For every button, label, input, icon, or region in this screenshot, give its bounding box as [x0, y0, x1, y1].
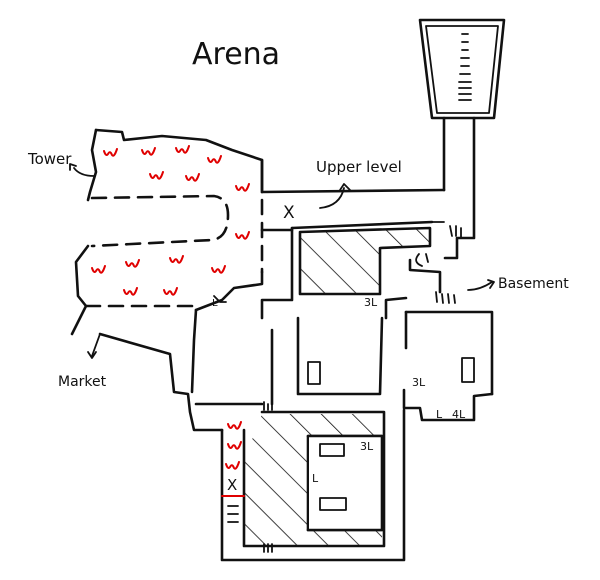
marker-x-upper: X — [283, 203, 295, 223]
label-upper-level: Upper level — [316, 158, 402, 176]
label-3l-right: 3L — [412, 376, 426, 389]
stairs-icon — [458, 33, 472, 101]
label-4l: 4L — [452, 408, 466, 421]
upper-tower — [418, 18, 506, 260]
label-l-tower: L — [212, 298, 218, 309]
marker-x-lower: X — [227, 476, 237, 494]
label-l-lower: L — [312, 472, 319, 485]
hatched-block-upper — [298, 226, 432, 296]
tower-area — [74, 128, 264, 312]
market-passage — [70, 304, 264, 432]
label-3l-upper: 3L — [364, 296, 378, 309]
center-room — [260, 226, 408, 406]
label-tower: Tower — [27, 150, 72, 168]
map-title: Arena — [192, 37, 280, 72]
lower-complex — [220, 401, 406, 562]
label-3l-lower: 3L — [360, 440, 374, 453]
label-market: Market — [58, 374, 107, 390]
right-room — [402, 258, 494, 422]
label-l-right: L — [436, 408, 443, 421]
upper-corridor — [260, 188, 462, 267]
arrow-icon — [69, 163, 495, 359]
label-basement: Basement — [498, 276, 569, 292]
stairs-icon — [227, 505, 239, 523]
